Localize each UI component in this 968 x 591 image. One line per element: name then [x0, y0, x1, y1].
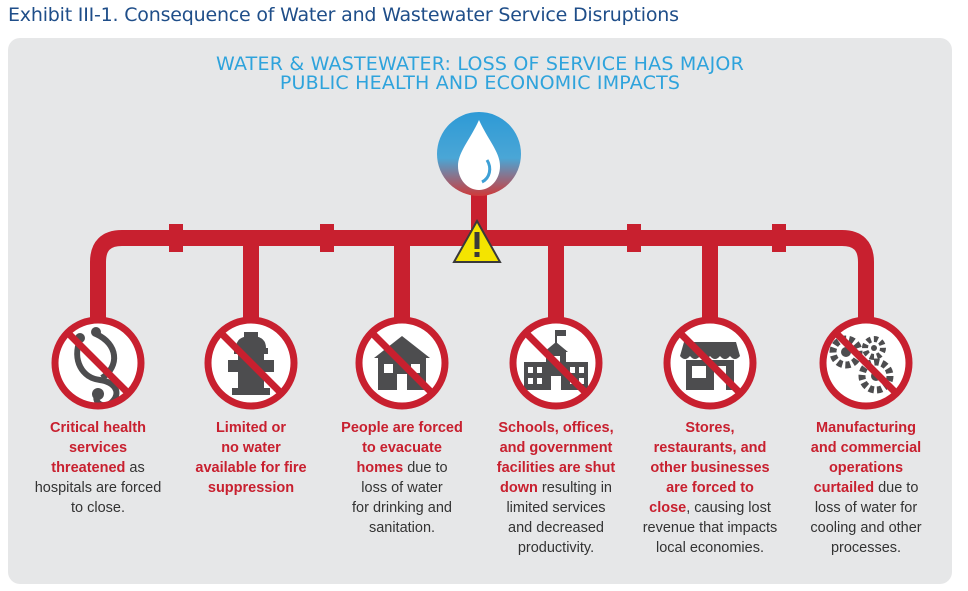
prohibited-icon [819, 316, 913, 410]
headline-line-2: PUBLIC HEALTH AND ECONOMIC IMPACTS [279, 72, 681, 94]
warning-triangle-icon [452, 218, 502, 263]
headline-line-1: WATER & WASTEWATER: LOSS OF SERVICE HAS … [216, 53, 744, 75]
impact-schools: Schools, offices, and government facilit… [496, 420, 616, 556]
impact-homes: People are forced to evacuate homes due … [341, 420, 463, 536]
impact-manufacturing: Manufacturing and commercial operations … [810, 420, 922, 556]
prohibited-icon [355, 316, 449, 410]
water-drop-icon [437, 112, 521, 196]
impact-fire: Limited or no water available for fire s… [195, 420, 307, 496]
impact-health: Critical health services threatened as h… [34, 420, 162, 516]
pipe-joint [772, 224, 786, 252]
prohibited-icon [51, 316, 145, 410]
pipe-joint [320, 224, 334, 252]
pipe-joint [169, 224, 183, 252]
prohibited-icon [204, 316, 298, 410]
pipe-joint [627, 224, 641, 252]
impact-businesses: Stores, restaurants, and other businesse… [642, 420, 778, 556]
prohibited-icon [663, 316, 757, 410]
prohibited-icon [509, 316, 603, 410]
exhibit-title: Exhibit III-1. Consequence of Water and … [8, 4, 679, 26]
